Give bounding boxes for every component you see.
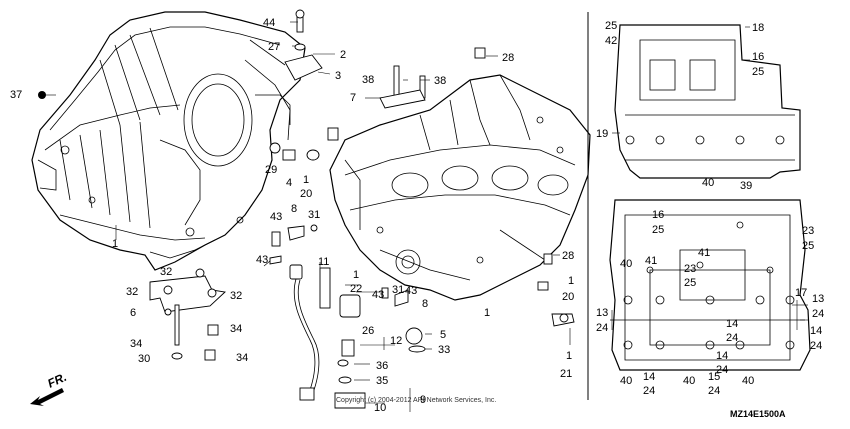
callout: 1 [112,238,118,250]
callout: 1 [353,269,359,281]
callout: 44 [263,17,275,29]
callout: 43 [372,289,384,301]
lower-case-bottom-view [609,199,811,371]
callout: 8 [422,298,428,310]
callout: 25 [684,277,696,289]
callout: 23 [684,263,696,275]
callout: 38 [362,74,374,86]
leader-lines [42,21,808,412]
small-parts [38,9,575,409]
callout: 28 [562,250,574,262]
callout: 12 [390,335,402,347]
callout: 39 [740,180,752,192]
callout: 15 [708,371,720,383]
callout: 41 [698,247,710,259]
callout: 40 [702,177,714,189]
callout: 26 [362,325,374,337]
callout: 30 [138,353,150,365]
callout: 37 [10,89,22,101]
upper-case-top-view [614,24,801,179]
callout: 40 [620,258,632,270]
copyright-notice: Copyright (c) 2004-2012 ARI Network Serv… [336,397,496,404]
callout: 32 [126,286,138,298]
callout: 16 [652,209,664,221]
callout: 40 [620,375,632,387]
callout: 5 [440,329,446,341]
callout: 36 [376,360,388,372]
callout: 13 [596,307,608,319]
callout: 25 [752,66,764,78]
callout: 42 [605,35,617,47]
callout: 24 [726,332,738,344]
callout: 31 [392,284,404,296]
callout: 38 [434,75,446,87]
callout: 24 [810,340,822,352]
callout: 2 [340,49,346,61]
upper-crankcase-drawing [31,11,306,271]
callout: 34 [230,323,242,335]
callout: 41 [645,255,657,267]
callout: 31 [308,209,320,221]
callout: 29 [265,164,277,176]
front-direction-label: FR. [45,370,68,391]
bracket-lines [345,284,798,350]
callout: 9 [420,394,426,406]
callout: 7 [350,92,356,104]
callout: 34 [130,338,142,350]
callout: 24 [643,385,655,397]
callout: 20 [300,188,312,200]
callout: 6 [130,307,136,319]
callout: 14 [643,371,655,383]
callout: 25 [605,20,617,32]
callout: 33 [438,344,450,356]
lower-crankcase-drawing [329,74,591,301]
callout: 23 [802,225,814,237]
callout: 4 [286,177,292,189]
callout: 1 [303,174,309,186]
callout: 14 [726,318,738,330]
callout: 40 [742,375,754,387]
callout-labels: 44 27 2 3 37 1 38 38 7 28 29 4 1 20 43 8… [10,17,824,414]
callout: 25 [652,224,664,236]
callout: 35 [376,375,388,387]
callout: 10 [374,402,386,414]
callout: 14 [810,325,822,337]
callout: 11 [318,256,329,268]
callout: 34 [236,352,248,364]
callout: 1 [568,275,574,287]
callout: 43 [270,211,282,223]
callout: 18 [752,22,764,34]
callout: 1 [566,350,572,362]
callout: 32 [230,290,242,302]
callout: 21 [560,368,572,380]
callout: 32 [160,266,172,278]
callout: 1 [484,307,490,319]
callout: 24 [596,322,608,334]
callout: 20 [562,291,574,303]
callout: 24 [708,385,720,397]
callout: 40 [683,375,695,387]
callout: 16 [752,51,764,63]
callout: 24 [716,364,728,376]
callout: 14 [716,350,728,362]
callout: 43 [256,254,268,266]
callout: 27 [268,41,280,53]
callout: 13 [812,293,824,305]
callout: 24 [812,308,824,320]
callout: 8 [291,203,297,215]
callout: 25 [802,240,814,252]
callout: 28 [502,52,514,64]
callout: 17 [795,287,807,299]
callout: 19 [596,128,608,140]
diagram-code: MZ14E1500A [730,409,786,419]
front-direction-arrow-icon [30,388,64,406]
callout: 43 [405,285,417,297]
callout: 3 [335,70,341,82]
callout: 22 [350,283,362,295]
